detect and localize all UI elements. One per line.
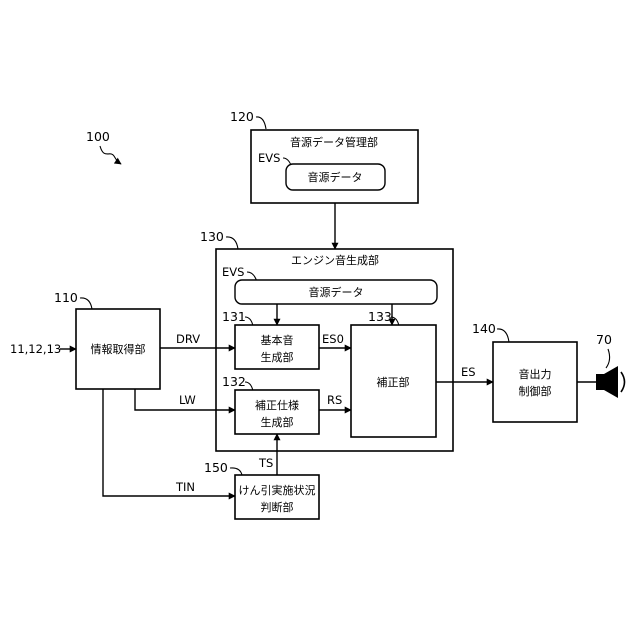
ref-70: 70: [596, 332, 612, 347]
source-data-management-block: 120 音源データ管理部 EVS 音源データ: [230, 109, 418, 203]
basic-sound-label-1: 基本音: [261, 333, 294, 347]
signal-es0-label: ES0: [322, 332, 344, 346]
signal-es-label: ES: [461, 365, 476, 379]
leader-70: [606, 349, 610, 368]
engine-sound-generation-label: エンジン音生成部: [291, 253, 379, 267]
evs-tag-engine: EVS: [222, 265, 244, 279]
correction-label: 補正部: [377, 375, 410, 389]
ref-132: 132: [222, 374, 246, 389]
signal-ts-label: TS: [258, 456, 273, 470]
figure-number: 100: [86, 129, 110, 144]
ref-120: 120: [230, 109, 254, 124]
signal-rs-label: RS: [327, 393, 342, 407]
correction-spec-label-1: 補正仕様: [255, 398, 299, 412]
ref-150: 150: [204, 460, 228, 475]
ref-133: 133: [368, 309, 392, 324]
leader-110: [80, 298, 92, 309]
ref-110: 110: [54, 290, 78, 305]
signal-drv-label: DRV: [176, 332, 200, 346]
sound-output-label-1: 音出力: [519, 367, 552, 381]
sound-output-control-block: 140 音出力 制御部: [472, 321, 577, 422]
leader-130: [226, 237, 238, 249]
towing-status-label-1: けん引実施状況: [239, 483, 316, 497]
towing-status-label-2: 判断部: [261, 500, 294, 514]
source-data-engine-label: 音源データ: [309, 285, 364, 299]
speaker-icon: [596, 366, 625, 398]
input-sources-label: 11,12,13: [10, 342, 61, 356]
leader-120: [256, 117, 266, 129]
speaker: 70: [596, 332, 625, 398]
correction-block: 133 補正部: [351, 309, 436, 437]
basic-sound-label-2: 生成部: [261, 350, 294, 364]
sound-output-label-2: 制御部: [519, 384, 552, 398]
ref-131: 131: [222, 309, 246, 324]
information-acquisition-block: 110 情報取得部: [54, 290, 160, 389]
leader-150: [230, 468, 242, 475]
figure-pointer-icon: [100, 146, 121, 164]
signal-lw-label: LW: [179, 393, 196, 407]
sound-output-control-box: [493, 342, 577, 422]
ref-140: 140: [472, 321, 496, 336]
ref-130: 130: [200, 229, 224, 244]
figure-label: 100: [86, 129, 121, 164]
leader-140: [497, 329, 509, 342]
information-acquisition-label: 情報取得部: [91, 342, 146, 356]
signal-tin-label: TIN: [175, 480, 195, 494]
correction-spec-label-2: 生成部: [261, 415, 294, 429]
source-data-management-label: 音源データ管理部: [290, 135, 378, 149]
evs-tag-top: EVS: [258, 151, 280, 165]
source-data-top-label: 音源データ: [308, 170, 363, 184]
